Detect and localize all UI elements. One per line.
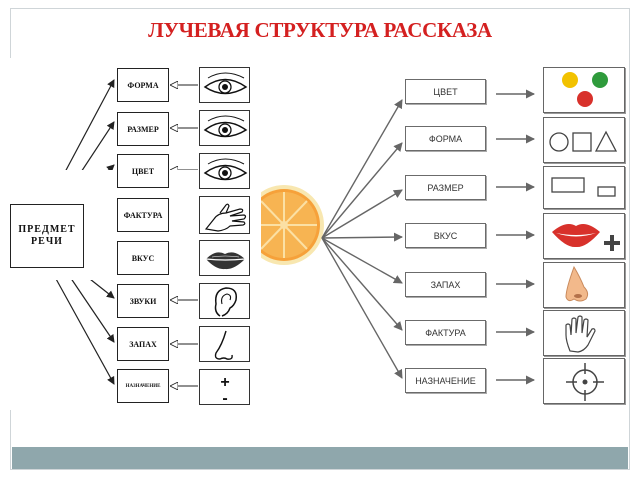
plus-minus-icon: +- (199, 369, 250, 406)
subject-line1: ПРЕДМЕТ (18, 224, 76, 235)
left-label-taste: ВКУС (117, 241, 169, 275)
right-label-form: ФОРМА (405, 126, 486, 151)
left-label-form: ФОРМА (117, 68, 169, 102)
right-label-color: ЦВЕТ (405, 79, 486, 104)
hand-icon (199, 196, 250, 234)
eye-icon (199, 153, 250, 189)
title-band (11, 9, 629, 57)
right-label-smell: ЗАПАХ (405, 272, 486, 297)
left-label-purpose: НАЗНАЧЕНИЕ (117, 369, 169, 403)
left-label-texture: ФАКТУРА (117, 198, 169, 232)
left-label-color: ЦВЕТ (117, 154, 169, 188)
lips-icon (199, 240, 250, 276)
right-label-size: РАЗМЕР (405, 175, 486, 200)
right-label-texture: ФАКТУРА (405, 320, 486, 345)
left-label-sounds: ЗВУКИ (117, 284, 169, 318)
subject-box: ПРЕДМЕТ РЕЧИ (10, 204, 84, 268)
right-label-taste: ВКУС (405, 223, 486, 248)
right-label-purpose: НАЗНАЧЕНИЕ (405, 368, 486, 393)
nose-icon (199, 326, 250, 362)
color-dots-icon (543, 67, 625, 113)
svg-text:-: - (222, 390, 227, 406)
size-rectangles-icon (543, 166, 625, 209)
slide-title: ЛУЧЕВАЯ СТРУКТУРА РАССКАЗА (148, 18, 492, 42)
lips-plus-icon (543, 213, 625, 259)
subject-line2: РЕЧИ (31, 236, 63, 247)
eye-icon (199, 110, 250, 146)
right-arrows (321, 99, 403, 379)
ear-icon (199, 283, 250, 319)
shapes-icon (543, 117, 625, 163)
orange-slice-icon (244, 185, 324, 265)
left-label-size: РАЗМЕР (117, 112, 169, 146)
bottom-bar (12, 447, 628, 469)
svg-text:+: + (220, 374, 229, 391)
nose-icon (543, 262, 625, 308)
right-short-arrows (496, 89, 535, 385)
hand-icon (543, 310, 625, 356)
target-icon (543, 358, 625, 404)
eye-icon (199, 67, 250, 103)
left-label-smell: ЗАПАХ (117, 327, 169, 361)
